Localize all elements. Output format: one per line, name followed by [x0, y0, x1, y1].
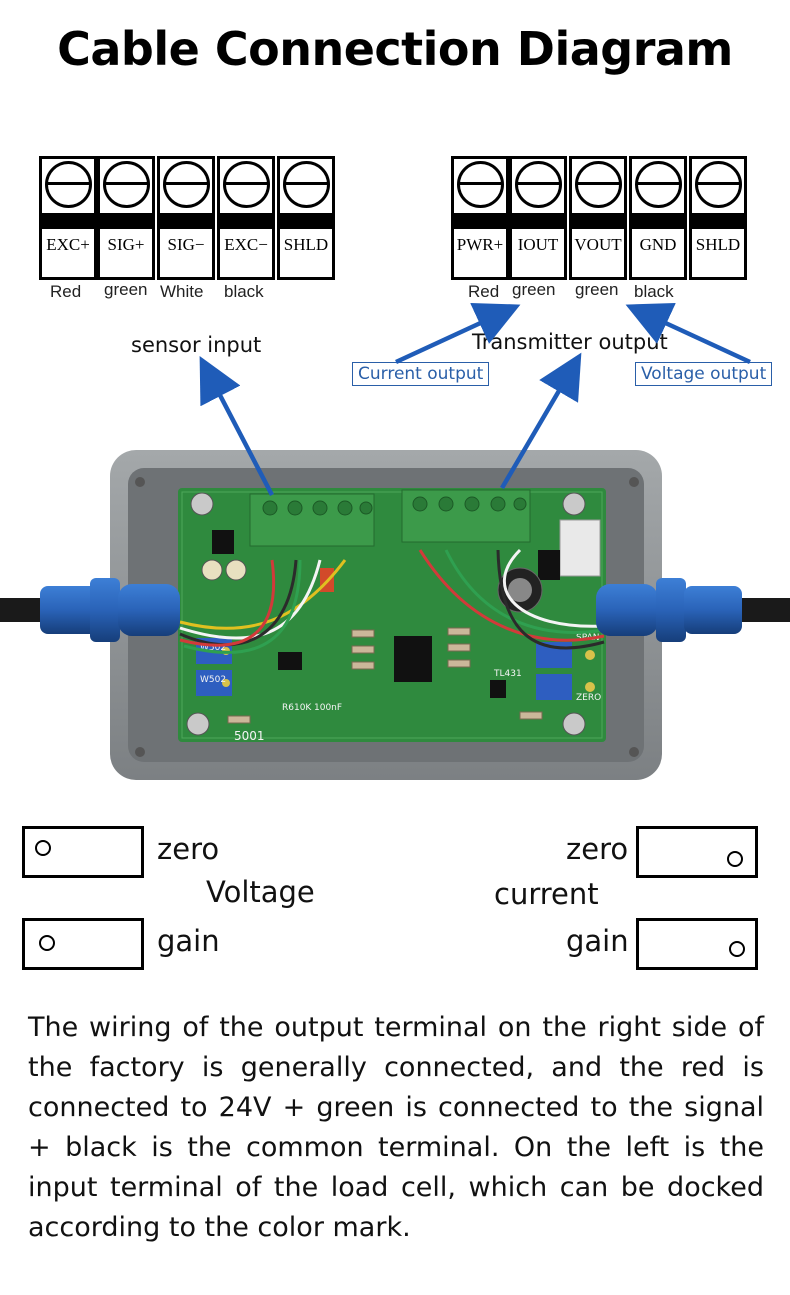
- gain-voltage-pot-indicator: [22, 918, 144, 970]
- device-illustration: W502 W502 5001 R610K 100nF TL431 SPAN ZE…: [0, 302, 790, 780]
- pcb-silkscreen: W502: [200, 675, 226, 685]
- transmitter-output-terminal-block: PWR+ IOUT VOUT GND SHLD: [451, 156, 748, 280]
- pcb-silkscreen: W502: [200, 643, 226, 653]
- terminal-label: SIG+: [107, 235, 145, 254]
- screw-icon: [457, 161, 504, 208]
- screw-icon: [575, 161, 622, 208]
- terminal-iout: IOUT: [509, 156, 567, 280]
- current-label: current: [494, 877, 599, 911]
- terminal-sig-plus: SIG+: [97, 156, 155, 280]
- wire-color-label: black: [634, 282, 674, 301]
- voltage-output-label: Voltage output: [635, 362, 773, 386]
- sensor-input-label: sensor input: [131, 333, 262, 357]
- terminal-pwr-plus: PWR+: [451, 156, 509, 280]
- mount-screw-icon: [190, 492, 214, 516]
- gain-right-label: gain: [566, 924, 629, 958]
- trimmer-hole-icon: [729, 941, 745, 957]
- terminal-shld-out: SHLD: [689, 156, 747, 280]
- terminal-label: EXC−: [224, 235, 268, 254]
- current-output-label: Current output: [352, 362, 490, 386]
- wiring-description: The wiring of the output terminal on the…: [28, 1012, 764, 1243]
- terminal-vout: VOUT: [569, 156, 627, 280]
- terminal-exc-minus: EXC−: [217, 156, 275, 280]
- terminal-gnd: GND: [629, 156, 687, 280]
- screw-icon: [45, 161, 92, 208]
- terminal-label: EXC+: [46, 235, 90, 254]
- wire-color-label: White: [160, 282, 204, 301]
- terminal-label: SIG−: [167, 235, 205, 254]
- wire-color-label: green: [512, 280, 556, 299]
- terminal-sig-minus: SIG−: [157, 156, 215, 280]
- trimmer-hole-icon: [39, 935, 55, 951]
- screw-icon: [103, 161, 150, 208]
- zero-voltage-pot-indicator: [22, 826, 144, 878]
- pcb: [178, 488, 606, 742]
- screw-icon: [515, 161, 562, 208]
- arrow-icon: [199, 302, 751, 497]
- wire-color-label: Red: [468, 282, 500, 301]
- wire-color-label: black: [224, 282, 264, 301]
- trimmer-hole-icon: [727, 851, 743, 867]
- pcb-output-terminal-block: [401, 489, 531, 543]
- terminal-label: SHLD: [283, 235, 329, 254]
- pcb-silkscreen: 5001: [234, 729, 265, 743]
- terminal-exc-plus: EXC+: [39, 156, 97, 280]
- gain-current-pot-indicator: [636, 918, 758, 970]
- screw-icon: [695, 161, 742, 208]
- terminal-label: VOUT: [574, 235, 622, 254]
- wire-color-label: green: [104, 280, 148, 299]
- terminal-label: PWR+: [456, 235, 504, 254]
- zero-left-label: zero: [157, 832, 220, 866]
- sensor-input-terminal-block: EXC+ SIG+ SIG− EXC− SHLD: [39, 156, 336, 280]
- page-title: Cable Connection Diagram: [57, 22, 733, 76]
- terminal-label: GND: [639, 235, 677, 254]
- gain-left-label: gain: [157, 924, 220, 958]
- mount-screw-icon: [562, 492, 586, 516]
- terminal-label: IOUT: [517, 235, 559, 254]
- wire-color-label: Red: [50, 282, 82, 301]
- left-cable-gland: [40, 578, 180, 642]
- terminal-shld: SHLD: [277, 156, 335, 280]
- zero-right-label: zero: [566, 832, 629, 866]
- terminal-label: SHLD: [695, 235, 741, 254]
- pcb-silkscreen: ZERO: [576, 693, 601, 703]
- screw-icon: [635, 161, 682, 208]
- right-cable-gland: [596, 578, 742, 642]
- trimmer-hole-icon: [35, 840, 51, 856]
- pcb-silkscreen: 100nF: [314, 703, 342, 713]
- screw-icon: [163, 161, 210, 208]
- pcb-silkscreen: TL431: [493, 669, 522, 679]
- mount-screw-icon: [186, 712, 210, 736]
- pcb-silkscreen: R610K: [282, 703, 312, 713]
- screw-icon: [283, 161, 330, 208]
- screw-icon: [223, 161, 270, 208]
- mount-screw-icon: [562, 712, 586, 736]
- zero-current-pot-indicator: [636, 826, 758, 878]
- voltage-label: Voltage: [206, 875, 315, 909]
- wire-color-label: green: [575, 280, 619, 299]
